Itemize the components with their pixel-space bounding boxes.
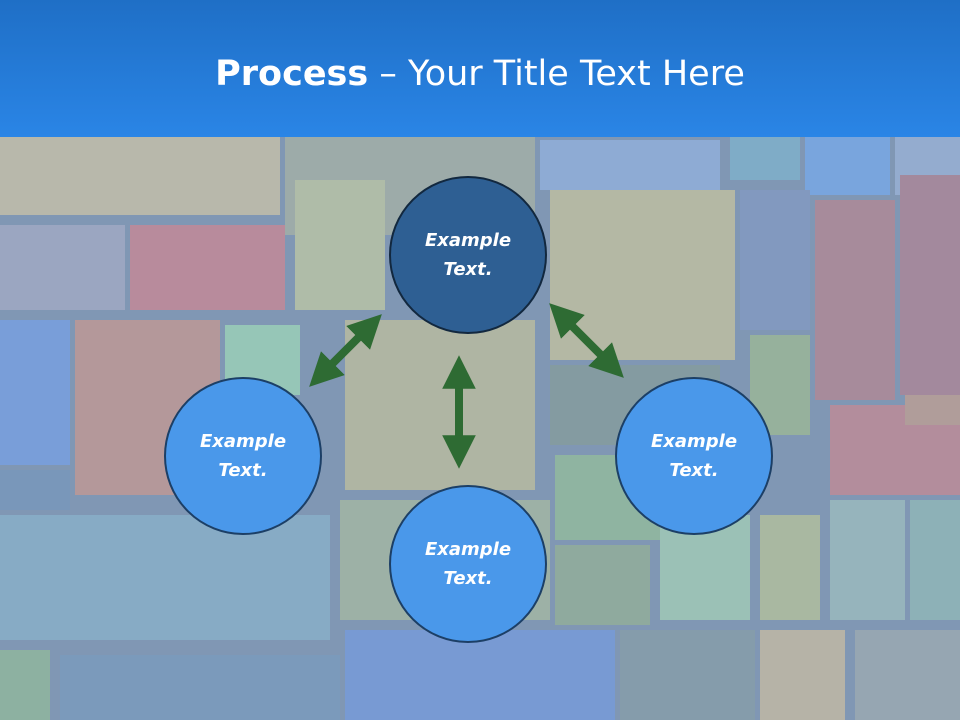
node-top: Example Text. — [389, 176, 547, 334]
title-rest: – Your Title Text Here — [368, 54, 745, 94]
title-bold: Process — [215, 54, 369, 94]
node-left: Example Text. — [164, 377, 322, 535]
slide-title: Process – Your Title Text Here — [0, 52, 960, 96]
node-bottom: Example Text. — [389, 485, 547, 643]
title-bar — [0, 0, 960, 137]
node-right: Example Text. — [615, 377, 773, 535]
